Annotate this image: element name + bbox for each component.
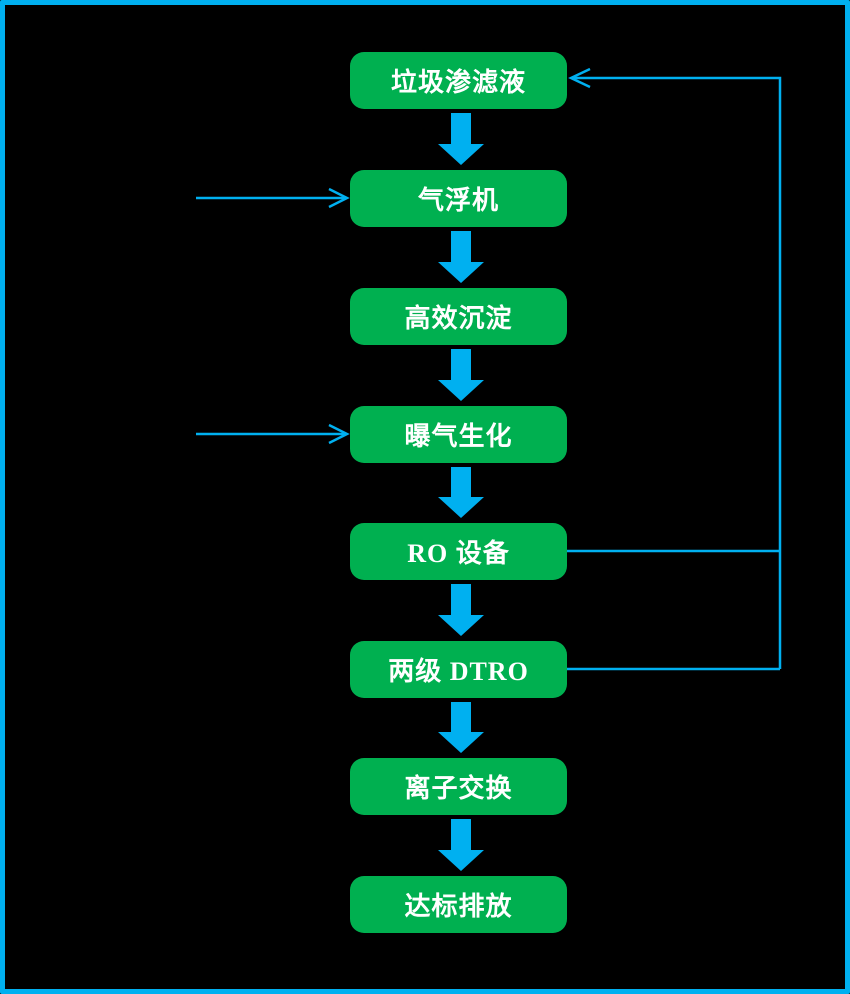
flow-arrow-down-1 bbox=[438, 113, 484, 165]
flow-arrow-down-6 bbox=[438, 702, 484, 753]
flow-arrow-down-5 bbox=[438, 584, 484, 636]
node-discharge: 达标排放 bbox=[350, 876, 567, 933]
flow-arrow-down-3 bbox=[438, 349, 484, 401]
node-aeration-bio: 曝气生化 bbox=[350, 406, 567, 463]
recycle-arrowhead-icon bbox=[568, 67, 591, 89]
node-leachate: 垃圾渗滤液 bbox=[350, 52, 567, 109]
node-ro-equipment: RO 设备 bbox=[350, 523, 567, 580]
node-dtro: 两级 DTRO bbox=[350, 641, 567, 698]
node-sedimentation: 高效沉淀 bbox=[350, 288, 567, 345]
node-ion-exchange: 离子交换 bbox=[350, 758, 567, 815]
recycle-line-riser bbox=[572, 76, 782, 669]
inlet-arrowhead-aeration-icon bbox=[328, 423, 350, 445]
flow-arrow-down-2 bbox=[438, 231, 484, 283]
flow-arrow-down-7 bbox=[438, 819, 484, 871]
node-air-flotation: 气浮机 bbox=[350, 170, 567, 227]
inlet-arrowhead-air-flotation-icon bbox=[328, 187, 350, 209]
flow-arrow-down-4 bbox=[438, 467, 484, 518]
